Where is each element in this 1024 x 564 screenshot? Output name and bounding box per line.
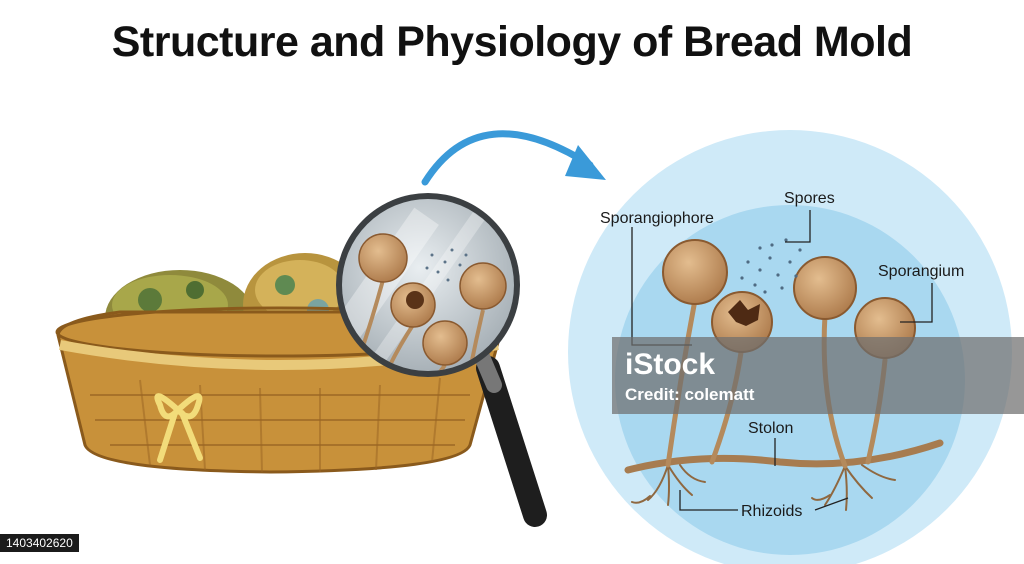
spores	[740, 238, 802, 294]
rhizoids	[631, 464, 896, 511]
label-spores: Spores	[784, 190, 835, 207]
watermark-brand: iStock	[625, 348, 715, 381]
label-stolon: Stolon	[748, 420, 793, 437]
stolon	[624, 439, 944, 474]
magnifying-glass-icon	[336, 193, 547, 527]
arrow-icon	[421, 130, 594, 186]
label-sporangium: Sporangium	[878, 263, 964, 280]
label-sporangiophore: Sporangiophore	[600, 210, 714, 227]
watermark: iStock Credit: colematt	[612, 337, 1024, 414]
watermark-credit: Credit: colematt	[625, 385, 755, 404]
page-title: Structure and Physiology of Bread Mold	[111, 18, 913, 66]
stock-id-badge: 1403402620	[0, 534, 79, 552]
label-rhizoids: Rhizoids	[741, 503, 802, 520]
ribbon-bow	[154, 393, 203, 463]
arrow-head-icon	[565, 145, 606, 180]
